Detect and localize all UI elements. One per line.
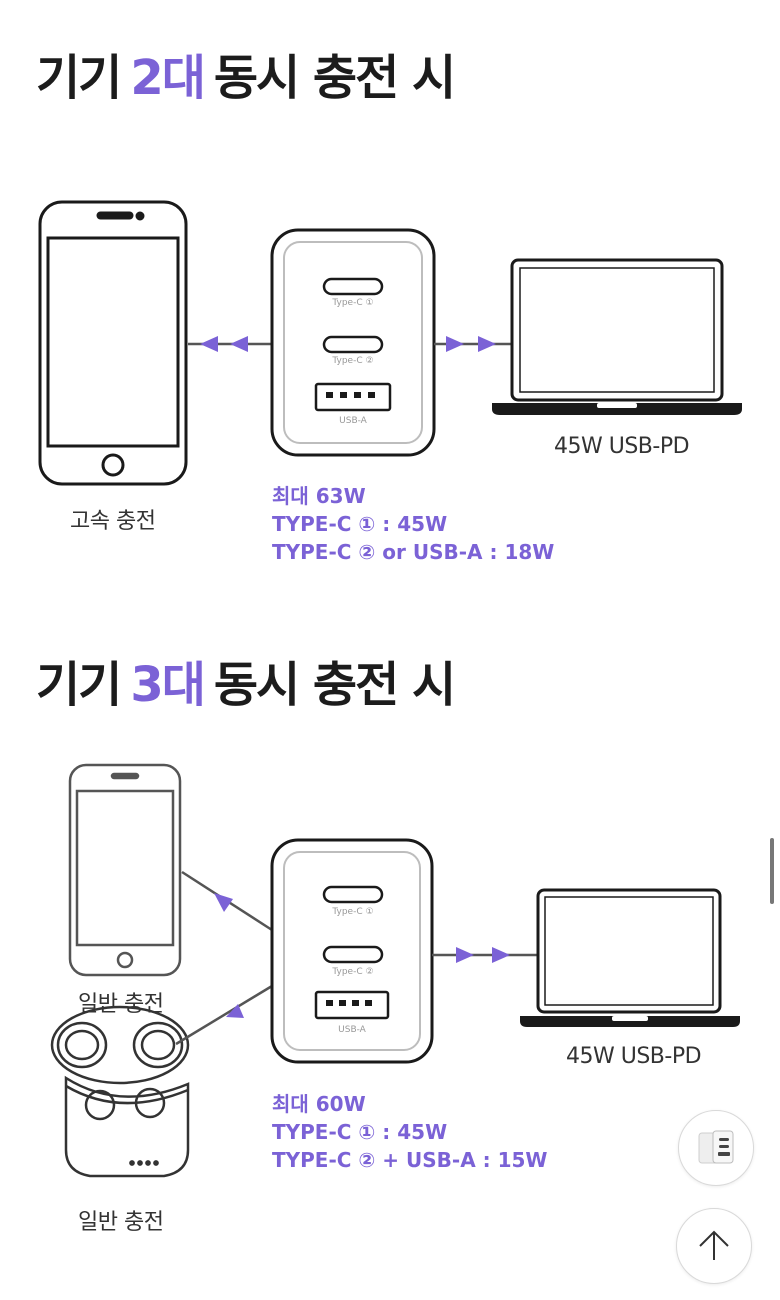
spec-line-max: 최대 63W	[272, 484, 366, 508]
section1-diagram-graphic: Type-C ① Type-C ② USB-A	[38, 200, 742, 486]
spec-line-c1: TYPE-C ① : 45W	[272, 1120, 448, 1144]
charger-icon	[270, 228, 436, 457]
port-c2-label: Type-C ②	[331, 967, 373, 977]
section2-diagram: Type-C ① Type-C ② USB-A 일반 충전 일반 충전 45W …	[0, 760, 780, 1240]
section2-title-suffix: 동시 충전 시	[213, 657, 456, 713]
charger-thumbnail-icon	[698, 1130, 734, 1164]
earbuds-connection-line	[175, 984, 273, 1046]
spec-line-c1: TYPE-C ① : 45W	[272, 512, 448, 536]
spec-line-c2: TYPE-C ② or USB-A : 18W	[272, 540, 555, 564]
spec-line-c2: TYPE-C ② + USB-A : 15W	[272, 1148, 548, 1172]
laptop-charge-label: 45W USB-PD	[566, 1044, 702, 1069]
port-a-label: USB-A	[339, 416, 368, 426]
phone-connection-line	[181, 870, 273, 932]
laptop-icon	[492, 258, 742, 415]
laptop-connection-line	[434, 336, 512, 352]
charger-icon	[270, 838, 434, 1064]
laptop-charge-label: 45W USB-PD	[554, 434, 690, 459]
section2-title-prefix: 기기	[36, 657, 122, 713]
port-c1-label: Type-C ①	[331, 298, 373, 308]
section2-diagram-graphic: Type-C ① Type-C ② USB-A	[50, 763, 740, 1178]
section2-title-count: 3대	[130, 657, 206, 713]
scroll-to-top-button[interactable]	[676, 1208, 752, 1284]
section2-spec: 최대 60W TYPE-C ① : 45W TYPE-C ② + USB-A :…	[272, 1090, 548, 1174]
port-a-label: USB-A	[338, 1025, 367, 1035]
laptop-connection-line	[432, 947, 538, 963]
port-c1-label: Type-C ①	[331, 907, 373, 917]
section1-title-suffix: 동시 충전 시	[213, 50, 456, 106]
scrollbar-thumb[interactable]	[770, 838, 774, 904]
spec-line-max: 최대 60W	[272, 1092, 366, 1116]
product-thumbnail-button[interactable]	[678, 1110, 754, 1186]
earbuds-charge-label: 일반 충전	[78, 1210, 164, 1235]
phone-charge-label: 일반 충전	[78, 992, 164, 1017]
smartphone-icon	[68, 763, 182, 977]
earbuds-case-icon	[50, 1005, 190, 1178]
section1-title-prefix: 기기	[36, 50, 122, 106]
section1-title-count: 2대	[130, 50, 206, 106]
arrow-up-icon	[699, 1230, 729, 1260]
phone-connection-line	[188, 336, 272, 352]
section1-diagram: Type-C ① Type-C ② USB-A 고속 충전 45W USB-PD…	[0, 195, 780, 575]
smartphone-icon	[38, 200, 188, 486]
port-c2-label: Type-C ②	[331, 356, 373, 366]
laptop-icon	[520, 888, 740, 1027]
phone-charge-label: 고속 충전	[70, 509, 156, 534]
section1-spec: 최대 63W TYPE-C ① : 45W TYPE-C ② or USB-A …	[272, 482, 554, 566]
